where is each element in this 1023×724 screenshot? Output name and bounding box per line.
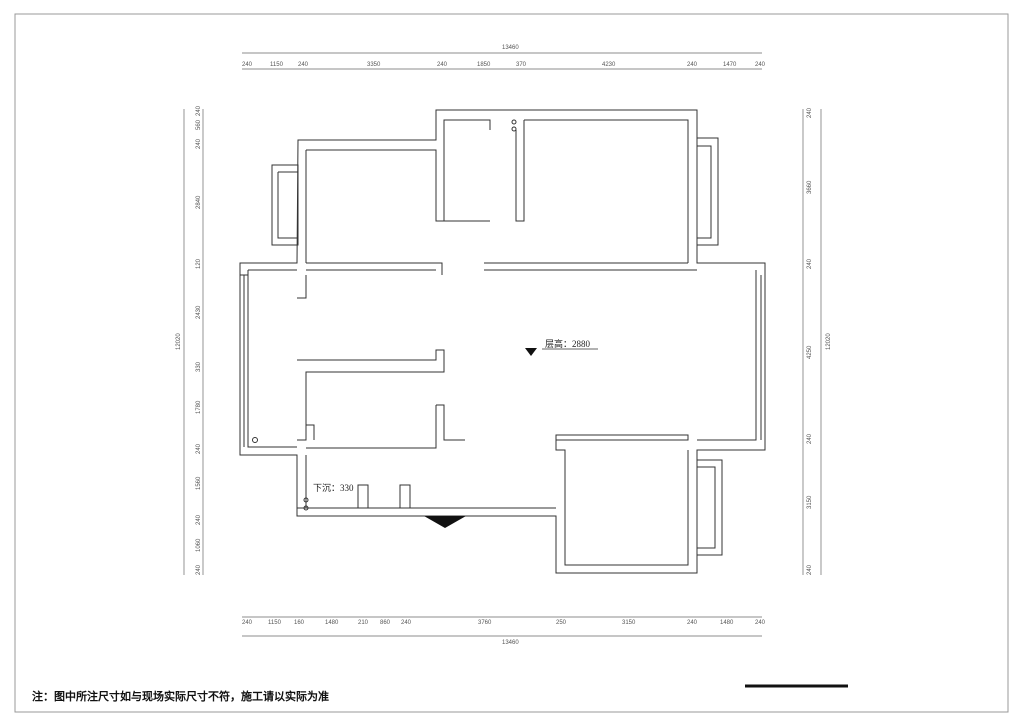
dim-top-4: 240 [437, 62, 448, 68]
dim-bottom-9: 3150 [622, 620, 636, 626]
dim-bottom-total: 13460 [502, 640, 519, 646]
dim-top-5: 1850 [477, 62, 491, 68]
dim-bottom-2: 160 [294, 620, 305, 626]
dim-bottom-6: 240 [401, 620, 412, 626]
dim-left-total: 12020 [176, 333, 182, 350]
drawing-frame [14, 13, 1009, 713]
dim-bottom-8: 250 [556, 620, 567, 626]
dim-right-3: 4250 [807, 345, 813, 359]
dim-top-3: 3350 [367, 62, 381, 68]
dim-right-2: 240 [807, 258, 813, 269]
dim-left-7: 1780 [196, 400, 202, 414]
dim-right-total: 12020 [826, 333, 832, 350]
dim-left-2: 240 [196, 138, 202, 149]
dim-top-10: 240 [755, 62, 766, 68]
dim-left-1: 560 [196, 119, 202, 130]
dim-top-2: 240 [298, 62, 309, 68]
dim-top-0: 240 [242, 62, 253, 68]
dim-left-4: 120 [196, 258, 202, 269]
dim-left-11: 1060 [196, 538, 202, 552]
dim-bottom-11: 1480 [720, 620, 734, 626]
dim-left-5: 2430 [196, 305, 202, 319]
elevation-marker-icon [525, 348, 537, 356]
dim-left-10: 240 [196, 514, 202, 525]
dim-right-0: 240 [807, 107, 813, 118]
dim-left-0: 240 [196, 105, 202, 116]
sunken-label: 下沉：330 [313, 483, 354, 493]
dim-bottom-12: 240 [755, 620, 766, 626]
dim-bottom-3: 1480 [325, 620, 339, 626]
dim-bottom-0: 240 [242, 620, 253, 626]
dim-left-6: 330 [196, 361, 202, 372]
dim-right-5: 3150 [807, 495, 813, 509]
dim-bottom-10: 240 [687, 620, 698, 626]
dimension-lines [183, 52, 822, 637]
dim-top-8: 240 [687, 62, 698, 68]
dim-bottom-7: 3760 [478, 620, 492, 626]
dim-right-6: 240 [807, 564, 813, 575]
dim-bottom-5: 860 [380, 620, 391, 626]
dim-top-7: 4230 [602, 62, 616, 68]
dim-top-1: 1150 [270, 62, 284, 68]
dim-top-total: 13460 [502, 45, 519, 51]
walls [239, 109, 766, 574]
floor-height-label: 层高：2880 [545, 338, 591, 349]
entrance-door-marker [424, 516, 466, 528]
dim-bottom-1: 1150 [268, 620, 282, 626]
dim-left-8: 240 [196, 443, 202, 454]
disclaimer-note: 注：图中所注尺寸如与现场实际尺寸不符，施工请以实际为准 [32, 691, 329, 703]
dim-right-1: 3660 [807, 180, 813, 194]
dim-left-3: 2840 [196, 195, 202, 209]
dim-left-12: 240 [196, 564, 202, 575]
dim-top-9: 1470 [723, 62, 737, 68]
dim-bottom-4: 210 [358, 620, 369, 626]
dim-right-4: 240 [807, 433, 813, 444]
dim-top-6: 370 [516, 62, 527, 68]
dim-left-9: 1560 [196, 476, 202, 490]
